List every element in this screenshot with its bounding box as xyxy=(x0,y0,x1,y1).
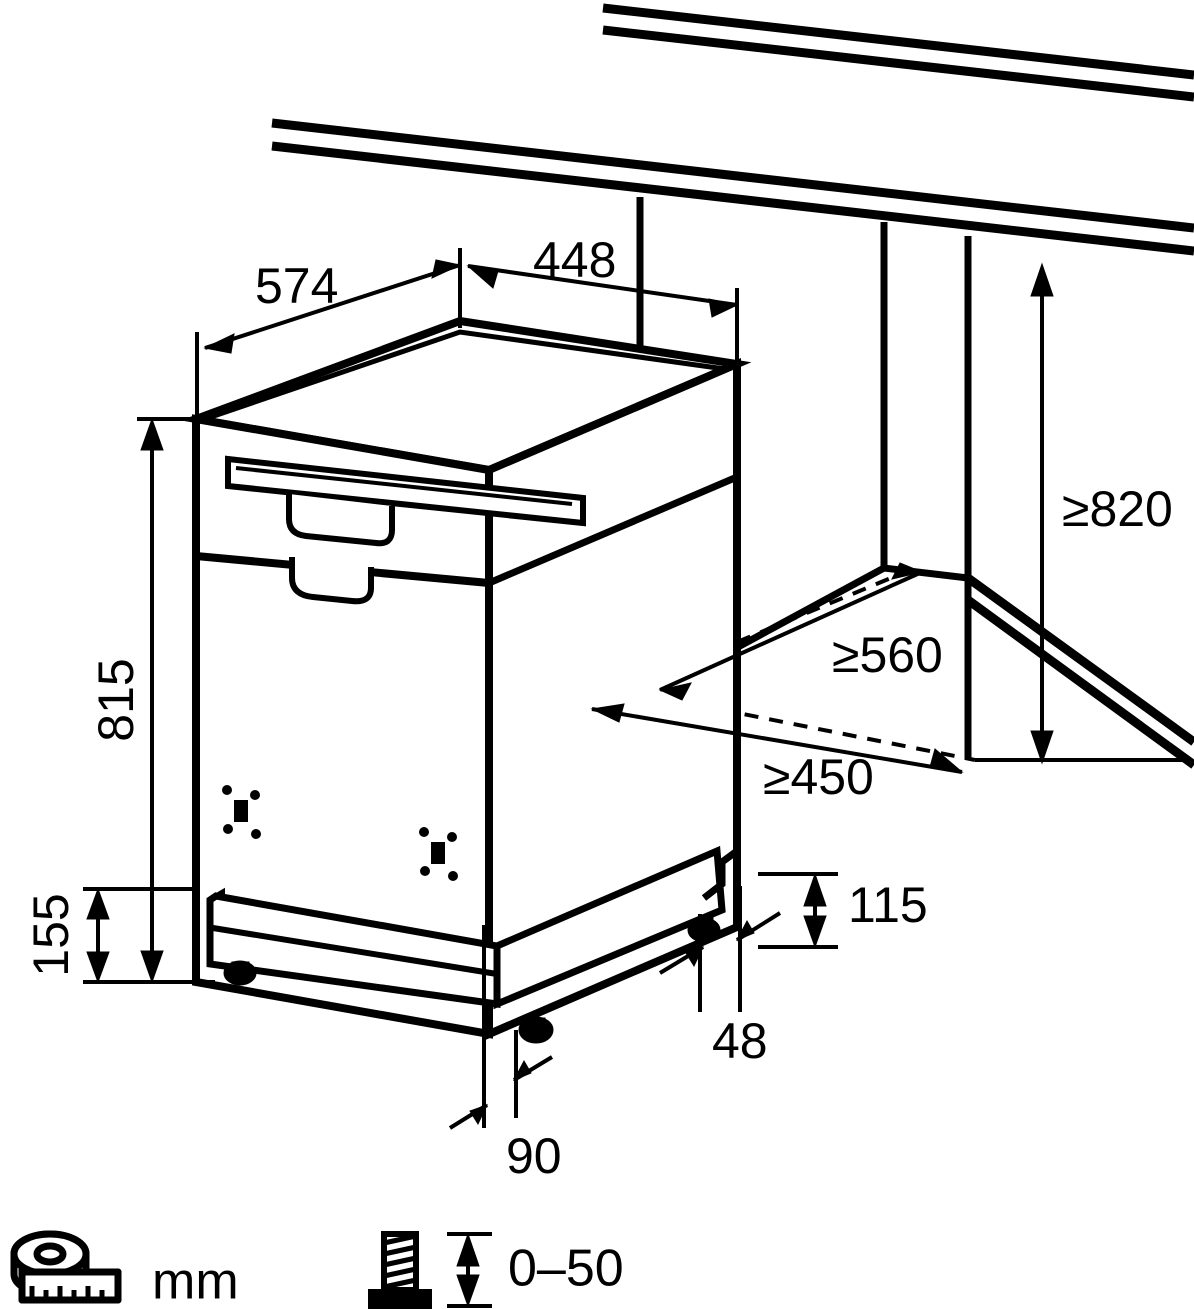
dimension-560 xyxy=(658,562,924,701)
dimension-574 xyxy=(195,248,462,420)
legend-label-mm: mm xyxy=(152,1253,239,1309)
dimension-label-90: 90 xyxy=(506,1128,562,1184)
dimension-0-50-arrow xyxy=(447,1232,492,1308)
appliance-plinth xyxy=(206,845,726,1010)
dimension-448 xyxy=(466,264,739,362)
legend-label-0-50: 0–50 xyxy=(508,1240,624,1298)
dimension-label-48: 48 xyxy=(712,1013,768,1069)
dimension-label-155: 155 xyxy=(23,893,79,976)
dimension-label-115: 115 xyxy=(848,877,928,933)
dimension-820 xyxy=(1030,262,1054,765)
adjustable-feet xyxy=(223,917,721,1044)
dimension-label-450: ≥450 xyxy=(763,749,874,805)
worktop-front-edge-lines xyxy=(271,118,1194,256)
dimension-155 xyxy=(83,887,196,984)
door-latch-markers xyxy=(222,785,458,881)
tape-measure-icon xyxy=(10,1230,122,1304)
dimension-label-448: 448 xyxy=(533,232,616,288)
screw-foot-icon xyxy=(368,1231,432,1309)
dimension-90 xyxy=(448,925,554,1130)
dimension-115 xyxy=(758,872,838,949)
worktop-upper-edge-lines xyxy=(602,3,1194,102)
dimension-450 xyxy=(590,703,964,774)
dimension-48 xyxy=(658,886,782,1012)
dimension-label-815: 815 xyxy=(88,658,144,741)
dimension-label-560: ≥560 xyxy=(832,627,943,683)
dimension-815 xyxy=(83,417,215,984)
dimension-label-820: ≥820 xyxy=(1062,481,1173,537)
dimension-label-574: 574 xyxy=(255,258,338,314)
appliance-rear-profile xyxy=(701,848,740,901)
